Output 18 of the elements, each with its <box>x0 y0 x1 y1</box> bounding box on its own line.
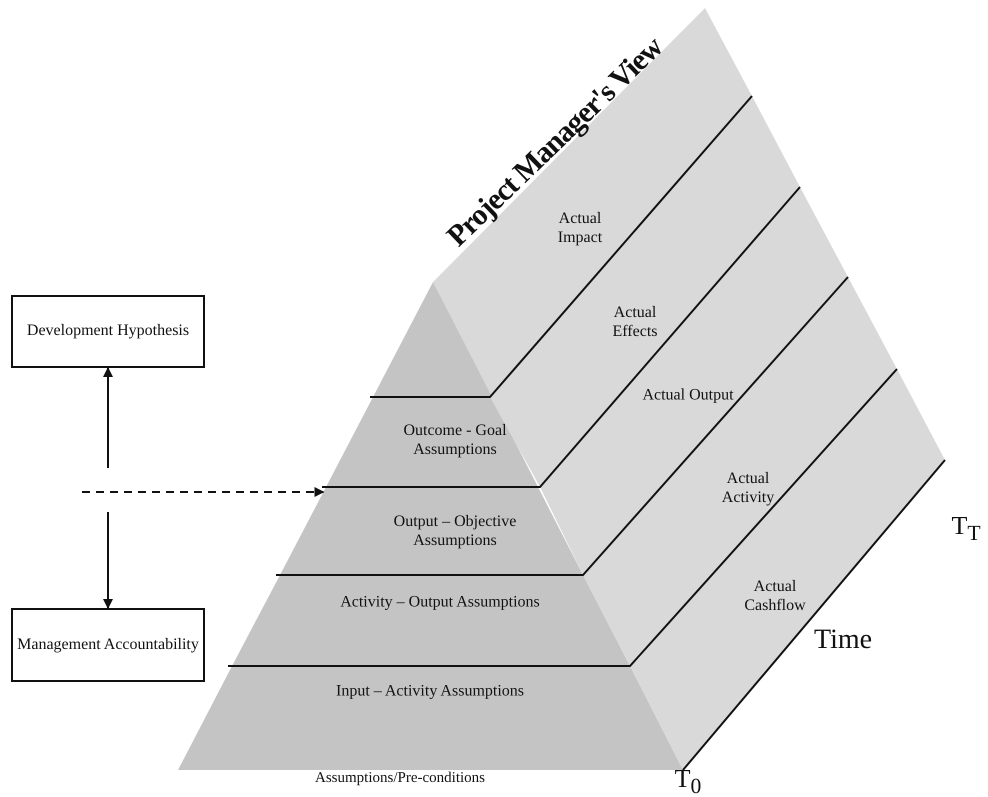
band-label: Actual Output <box>641 385 735 405</box>
band-label: Actual Activity <box>720 468 776 508</box>
band-label: Actual Impact <box>556 208 604 248</box>
time-start-label: T$_{0}$ <box>674 762 702 797</box>
layer-label: Outcome - Goal Assumptions <box>402 420 508 460</box>
band-label: Actual Effects <box>611 302 658 342</box>
axis-caption: Assumptions/Pre-conditions <box>315 769 485 787</box>
concept-box: Development Hypothesis <box>11 295 205 368</box>
layer-label: Output – Objective Assumptions <box>392 512 518 550</box>
arrow <box>103 512 113 609</box>
concept-box: Management Accountability <box>11 608 205 682</box>
arrow <box>82 487 324 497</box>
layer-label: Input – Activity Assumptions <box>334 681 525 701</box>
band-label: Actual Cashflow <box>743 576 807 616</box>
axis-title: Time <box>814 623 872 657</box>
arrow <box>103 367 113 468</box>
time-end-label: T$_{T}$ <box>951 510 981 546</box>
layer-label: Activity – Output Assumptions <box>339 592 541 612</box>
